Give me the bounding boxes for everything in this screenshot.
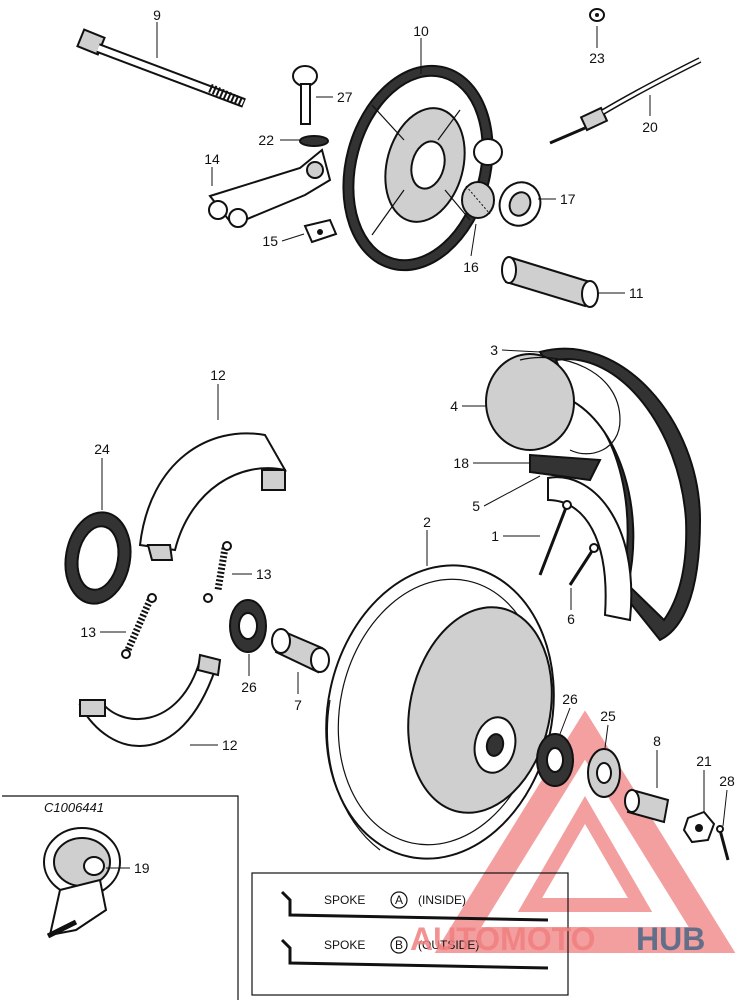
inner-tube [485, 353, 621, 455]
callout-6: 6 [567, 611, 575, 627]
tire [538, 347, 702, 642]
callout-7: 7 [294, 697, 302, 713]
spoke-a-word: SPOKE [324, 893, 365, 907]
spoke-a-letter: A [395, 893, 403, 907]
spoke-legend: SPOKE A (INSIDE) SPOKE B (OUTSIDE) [251, 872, 569, 996]
watermark-part1: AUTOMOTO [410, 921, 595, 957]
callout-labels: 9 10 23 20 27 22 14 15 17 16 11 3 4 18 5… [80, 7, 735, 876]
dust-seal [587, 748, 621, 798]
speedometer-gear [461, 138, 503, 219]
callout-19: 19 [134, 860, 150, 876]
spoke-a-note: (INSIDE) [418, 893, 466, 907]
callout-11: 11 [629, 285, 644, 301]
callout-16: 16 [463, 259, 479, 275]
callout-28: 28 [719, 773, 735, 789]
indicator-plate [303, 218, 338, 244]
callout-2: 2 [423, 514, 431, 530]
callout-25: 25 [600, 708, 616, 724]
small-washer [589, 8, 605, 22]
spoke-b-note: (OUTSIDE) [418, 938, 479, 952]
callout-26-left: 26 [241, 679, 257, 695]
callout-13-upper: 13 [256, 566, 272, 582]
return-spring-upper [203, 541, 232, 603]
callout-8: 8 [653, 733, 661, 749]
callout-12-lower: 12 [222, 737, 238, 753]
callout-24: 24 [94, 441, 110, 457]
callout-23: 23 [589, 50, 605, 66]
cotter-pin [716, 825, 730, 861]
watermark-part2: HUB [636, 921, 705, 957]
rim-band [529, 453, 602, 482]
callout-4: 4 [450, 398, 458, 414]
brake-shoe-upper [138, 432, 287, 561]
brake-panel [342, 64, 494, 272]
callout-15: 15 [262, 233, 278, 249]
leader-lines [100, 22, 728, 869]
inset-code: C1006441 [44, 800, 104, 815]
speedometer-cable [549, 57, 702, 145]
oil-seal [64, 511, 132, 605]
watermark-logo [434, 710, 736, 953]
callout-22: 22 [258, 132, 274, 148]
brake-shoe-lower [78, 653, 222, 747]
spoke-b-word: SPOKE [324, 938, 365, 952]
spoke-b-letter: B [395, 938, 403, 952]
callout-21: 21 [696, 753, 712, 769]
axle-collar [501, 256, 599, 308]
brake-arm-bolt [292, 65, 329, 147]
callout-18: 18 [453, 455, 469, 471]
distance-collar [271, 628, 330, 674]
gear-retainer [498, 181, 542, 227]
bearing-right [536, 733, 574, 787]
callout-5: 5 [472, 498, 480, 514]
callout-1: 1 [491, 528, 499, 544]
callout-14: 14 [204, 151, 220, 167]
callout-13-lower: 13 [80, 624, 96, 640]
inset-gearbox: C1006441 [2, 795, 239, 1000]
axle-bolt [76, 28, 246, 108]
spoke-inside [538, 500, 572, 576]
side-collar [624, 788, 670, 824]
rim [547, 476, 633, 622]
callout-12-upper: 12 [210, 367, 226, 383]
callout-27: 27 [337, 89, 353, 105]
callout-10: 10 [413, 23, 429, 39]
callout-26-right: 26 [562, 691, 578, 707]
callout-20: 20 [642, 119, 658, 135]
callout-9: 9 [153, 7, 161, 23]
callout-3: 3 [490, 342, 498, 358]
axle-nut [682, 810, 716, 844]
watermark-text: AUTOMOTO HUB [410, 921, 705, 957]
spoke-outside [568, 543, 599, 586]
bearing-left [229, 599, 267, 653]
return-spring-lower [121, 593, 157, 659]
callout-17: 17 [560, 191, 576, 207]
wheel-hub [325, 564, 555, 860]
brake-arm [208, 148, 332, 228]
